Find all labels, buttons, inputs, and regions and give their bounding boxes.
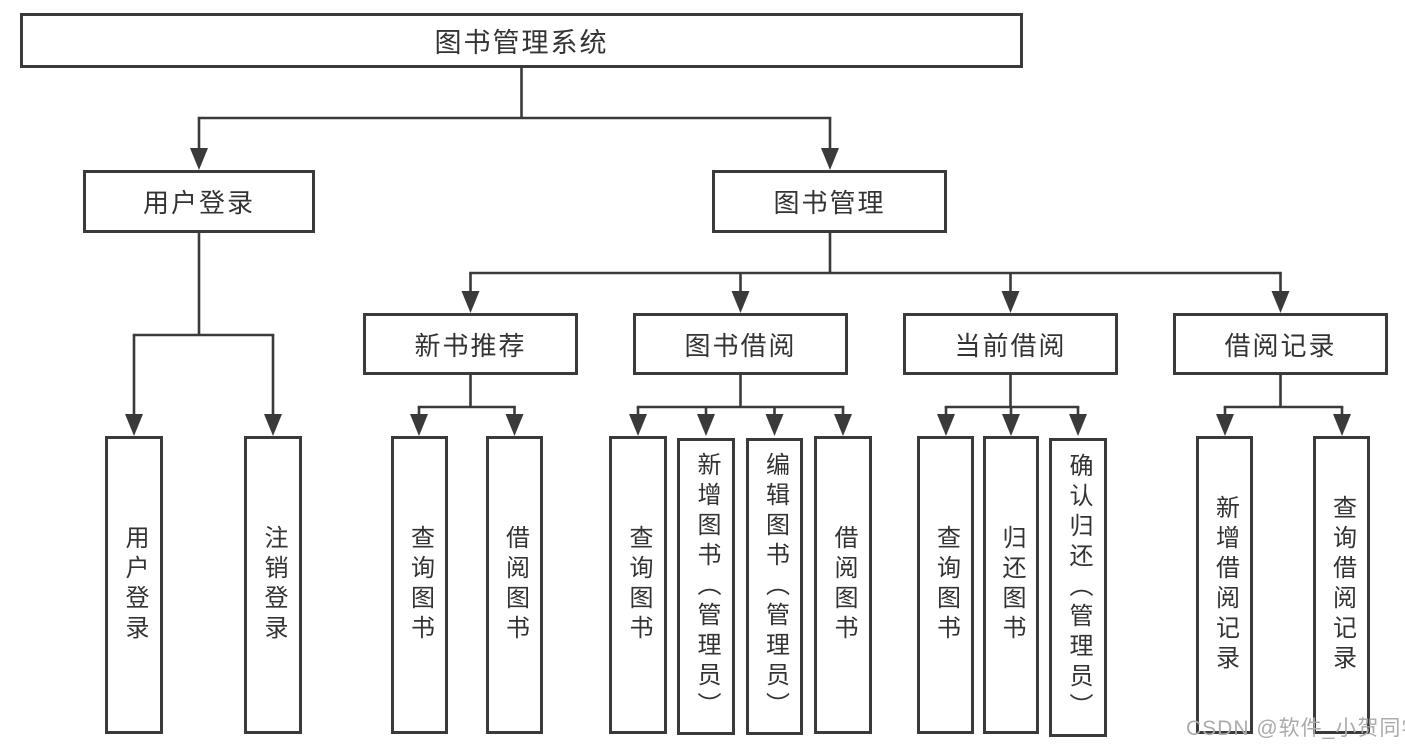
node-book-borrowing-label: 图书借阅 [684,330,797,361]
node-root: 图书管理系统 [20,13,1023,68]
connector-user-login-to-leaves [125,233,282,436]
node-borrowing-records: 借阅记录 [1173,313,1388,375]
node-user-login-action: 用户登录 [105,436,163,734]
node-confirm-return-admin: 确认归还（管理员） [1049,438,1107,737]
node-book-borrowing: 图书借阅 [633,313,848,375]
node-edit-book-admin: 编辑图书（管理员） [746,438,803,735]
node-query-books-borrow: 查询图书 [609,436,667,734]
node-add-borrow-record: 新增借阅记录 [1196,436,1253,734]
connector-root-to-level2 [190,68,839,170]
connector-new-book-recommendation-to-leaves [410,375,524,436]
connector-borrowing-records-to-leaves [1216,375,1351,436]
node-logout-action: 注销登录 [244,436,302,734]
node-borrowing-records-label: 借阅记录 [1224,330,1337,361]
node-root-label: 图书管理系统 [434,28,609,58]
connector-book-management-to-level3 [461,233,1290,313]
node-add-book-admin: 新增图书（管理员） [677,438,735,735]
node-return-books: 归还图书 [983,436,1039,734]
node-new-book-recommendation-label: 新书推荐 [414,330,527,361]
node-new-book-recommendation: 新书推荐 [363,313,578,375]
node-current-borrowing: 当前借阅 [903,313,1118,375]
connector-book-borrowing-to-leaves [629,375,852,436]
node-current-borrowing-label: 当前借阅 [954,330,1067,361]
node-book-management: 图书管理 [712,170,947,233]
node-user-login-label: 用户登录 [142,188,255,218]
node-query-borrow-record: 查询借阅记录 [1313,436,1370,734]
node-query-books-current: 查询图书 [917,436,974,734]
node-query-books-recommend: 查询图书 [391,436,448,734]
node-borrow-books-borrow: 借阅图书 [814,436,872,734]
node-user-login: 用户登录 [83,170,315,233]
csdn-watermark: CSDN @软件_小贺同学 [1186,717,1405,740]
connector-current-borrowing-to-leaves [937,375,1087,436]
node-borrow-books-recommend: 借阅图书 [486,436,543,734]
node-book-management-label: 图书管理 [773,188,886,218]
